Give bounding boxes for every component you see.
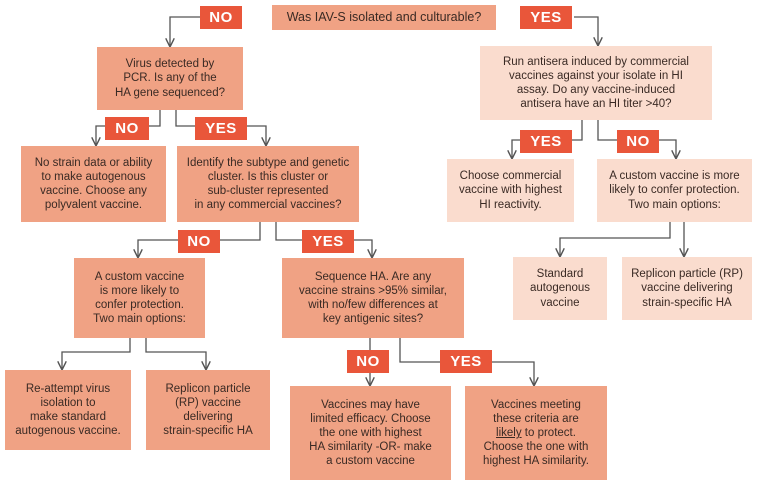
custom-vaccine-left-box: A custom vaccine is more likely to confe… [74,258,205,338]
meeting-text-pre: Vaccines meeting these criteria are [491,398,581,425]
yes-tag-root: YES [520,6,572,29]
yes-tag-identify: YES [302,230,354,253]
edge-custom-right-to-standard [560,222,671,256]
identify-subtype-box: Identify the subtype and genetic cluster… [177,146,359,222]
reattempt-isolation-box: Re-attempt virus isolation to make stand… [5,370,131,450]
edge-custom-left-to-reattempt [62,338,131,369]
choose-commercial-box: Choose commercial vaccine with highest H… [447,159,574,222]
root-question-box: Was IAV-S isolated and culturable? [272,5,496,30]
replicon-right-box: Replicon particle (RP) vaccine deliverin… [622,257,752,320]
no-tag-sequence: NO [347,350,389,373]
replicon-left-box: Replicon particle (RP) vaccine deliverin… [146,370,270,450]
edge-root-to-antisera [574,16,598,45]
custom-vaccine-right-box: A custom vaccine is more likely to confe… [597,159,752,222]
no-tag-antisera: NO [617,130,659,153]
limited-efficacy-box: Vaccines may have limited efficacy. Choo… [290,386,451,480]
edge-custom-left-to-replicon [145,338,206,369]
no-tag-identify: NO [178,230,220,253]
no-strain-data-box: No strain data or ability to make autoge… [21,146,166,222]
meeting-text-likely: likely [496,426,522,439]
meeting-text-post: to protect. Choose the one with highest … [483,426,589,468]
yes-tag-pcr: YES [195,117,247,140]
no-tag-root: NO [200,6,242,29]
yes-tag-sequence: YES [440,350,492,373]
standard-autogenous-box: Standard autogenous vaccine [513,257,607,320]
yes-tag-antisera: YES [520,130,572,153]
edge-root-to-pcr [170,16,200,46]
no-tag-pcr: NO [105,117,149,140]
run-antisera-box: Run antisera induced by commercial vacci… [480,46,712,120]
sequence-ha-box: Sequence HA. Are any vaccine strains >95… [282,258,464,338]
pcr-question-box: Virus detected by PCR. Is any of the HA … [97,47,243,110]
